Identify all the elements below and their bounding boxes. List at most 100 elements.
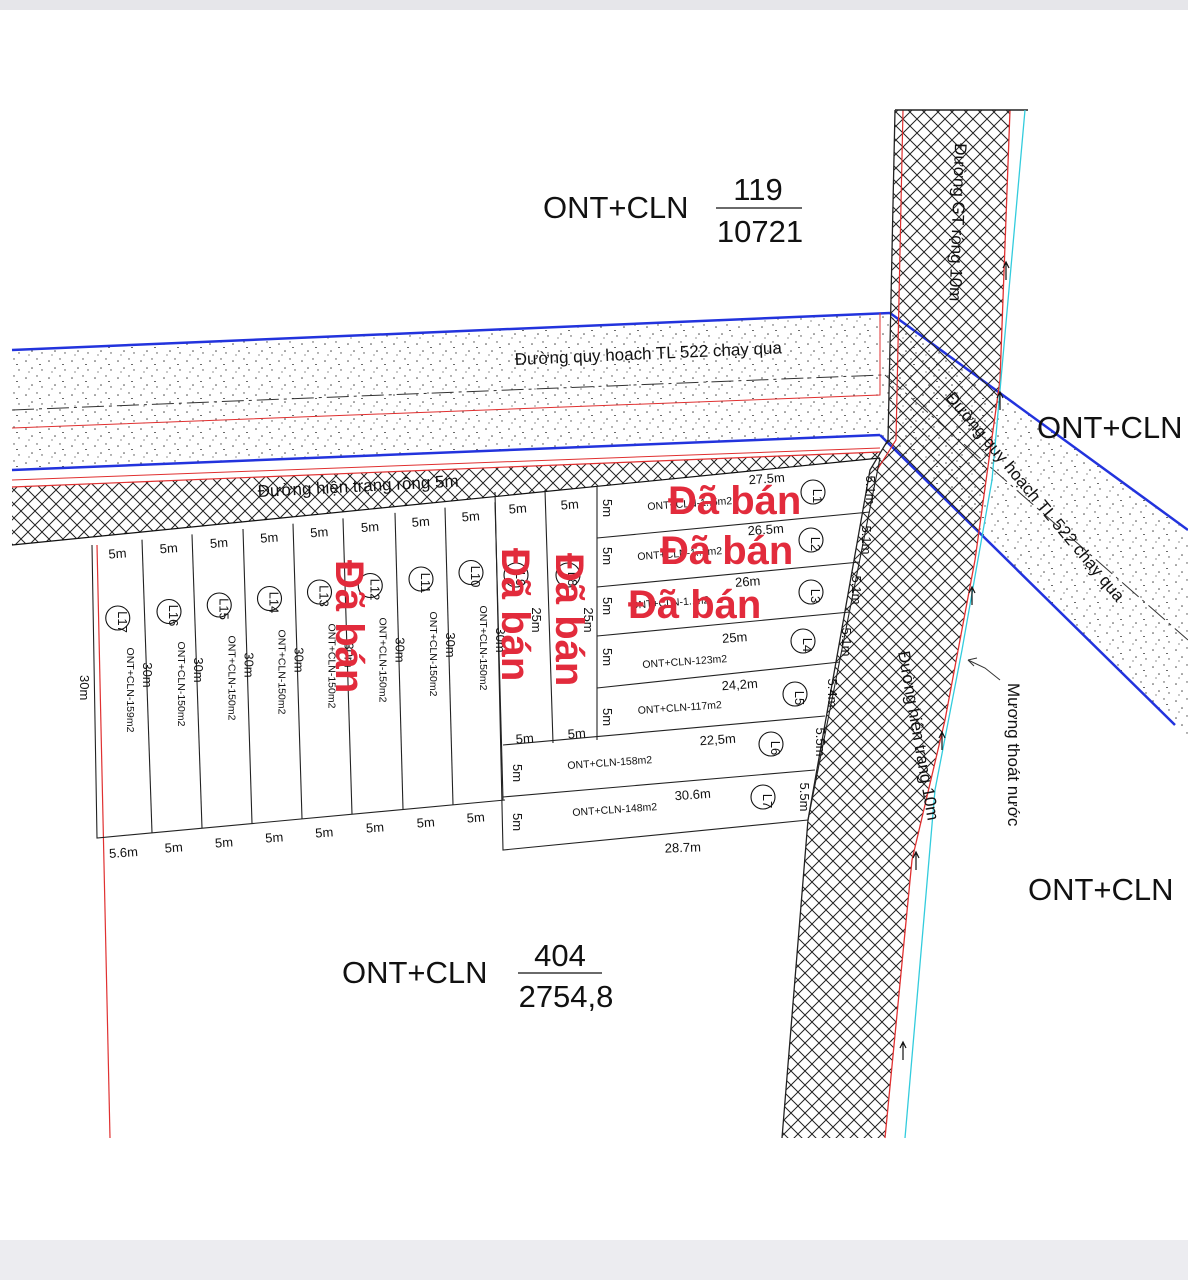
lot-id: L4 — [800, 638, 815, 652]
lot-length: 26.5m — [747, 521, 784, 538]
lot-front-width: 5m — [600, 648, 615, 666]
lot-id-circle — [758, 731, 784, 757]
lot-back-width: 5m — [416, 814, 435, 830]
sold-stamp-l13: Đã bán — [327, 560, 371, 693]
lot-divider — [342, 518, 353, 815]
drainage-canal — [904, 109, 1026, 1139]
lot-front-width: 5m — [159, 540, 178, 556]
left-depth-label: 30m — [77, 675, 92, 700]
lot-divider — [242, 528, 253, 824]
lot-id: L13 — [317, 585, 332, 607]
lot-id: L14 — [267, 592, 282, 614]
lot-length: 30m — [241, 652, 256, 677]
lot-front-width: 5m — [600, 499, 615, 517]
lot-length: 30m — [191, 657, 206, 682]
lot-length: 24,2m — [721, 676, 758, 693]
lot-front-width: 5m — [411, 514, 430, 530]
road-label-drain: Mương thoát nước — [1004, 683, 1023, 827]
bottom-bar — [0, 1240, 1188, 1280]
lot-id: L2 — [808, 537, 823, 551]
lot-id: L1 — [810, 489, 825, 503]
lot-area: ONT+CLN-1..5m2 — [647, 495, 733, 513]
lot-id-circle — [503, 562, 529, 588]
lot-id: L17 — [115, 611, 130, 633]
parcel-type: ONT+CLN — [342, 955, 488, 990]
lot-divider — [394, 512, 404, 810]
lot-id-circle — [408, 566, 434, 592]
lot-width: 5.1m — [839, 628, 854, 657]
lot-area: ONT+CLN-150m2 — [175, 642, 187, 727]
lot-length: 25m — [722, 629, 748, 646]
lot-id-circle — [357, 572, 383, 599]
lot-id: L10 — [468, 566, 483, 588]
lot-area: ONT+CLN-123m2 — [642, 653, 728, 671]
lot-back-width: 5m — [164, 839, 183, 855]
lot-back-width: 5m — [515, 730, 534, 746]
lot-id: L15 — [216, 598, 231, 620]
lot-area: ONT+CLN-150m2 — [376, 618, 388, 703]
lot-length: 30m — [493, 627, 508, 652]
lot-area: ONT+CLN-150m2 — [225, 636, 237, 721]
lot-area: ONT+CLN-150m2 — [477, 606, 489, 691]
lot-area: ONT+CLN-148m2 — [572, 801, 658, 819]
lot-back-width: 5m — [265, 829, 284, 845]
lot-area: ONT+CLN-117m2 — [637, 699, 722, 717]
parcel-number: 404 — [534, 938, 586, 973]
lot-divider — [191, 534, 203, 829]
lot-area: ONT+CLN-150m2 — [276, 630, 288, 715]
parcel-number: 119 — [733, 172, 782, 207]
lot-area: ONT+CLN-150m2 — [326, 624, 338, 709]
lot-id-circle — [555, 562, 581, 588]
parcel-east-lower: ONT+CLN — [1028, 872, 1174, 907]
lot-front-width: 5m — [108, 545, 127, 561]
lot-length: 30m — [443, 632, 458, 657]
lot-id-circle — [306, 579, 333, 605]
lot-front-width: 5m — [600, 708, 615, 726]
lot-back-width: 5m — [315, 824, 334, 840]
lot-length: 25m — [581, 607, 596, 632]
lot-area: ONT+CLN-1..m2 — [630, 594, 710, 611]
parcel-area: 2754,8 — [519, 979, 614, 1014]
sold-stamp-l3: Đã bán — [628, 583, 761, 627]
lot-width: 5.4m — [825, 679, 840, 708]
lot-id-circle — [790, 628, 816, 654]
lot-length: 30m — [392, 637, 407, 662]
lot-id-circle — [458, 559, 484, 586]
lot-front-width: 5m — [510, 813, 525, 831]
lot-front-width: 5m — [360, 519, 379, 535]
lot-id-circle — [105, 605, 131, 631]
lot-id: L9 — [513, 572, 528, 586]
lot-divider — [494, 502, 504, 800]
lot-back-length: 28.7m — [665, 839, 702, 855]
lot-area: ONT+CLN-158m2 — [567, 754, 653, 772]
lot-id-circle — [800, 479, 826, 505]
lot-id: L11 — [418, 573, 433, 594]
lot-length: 30m — [342, 642, 357, 667]
lot-divider — [292, 523, 303, 819]
lot-front-width: 5m — [310, 524, 329, 540]
lot-back-width: 5m — [365, 819, 384, 835]
lot-area: ONT+CLN-1..1m2 — [637, 545, 723, 563]
lot-id-circle — [782, 681, 808, 707]
lot-id: L16 — [166, 605, 181, 627]
lot-back-width: 5m — [567, 725, 586, 741]
parcel-type: ONT+CLN — [543, 190, 689, 225]
